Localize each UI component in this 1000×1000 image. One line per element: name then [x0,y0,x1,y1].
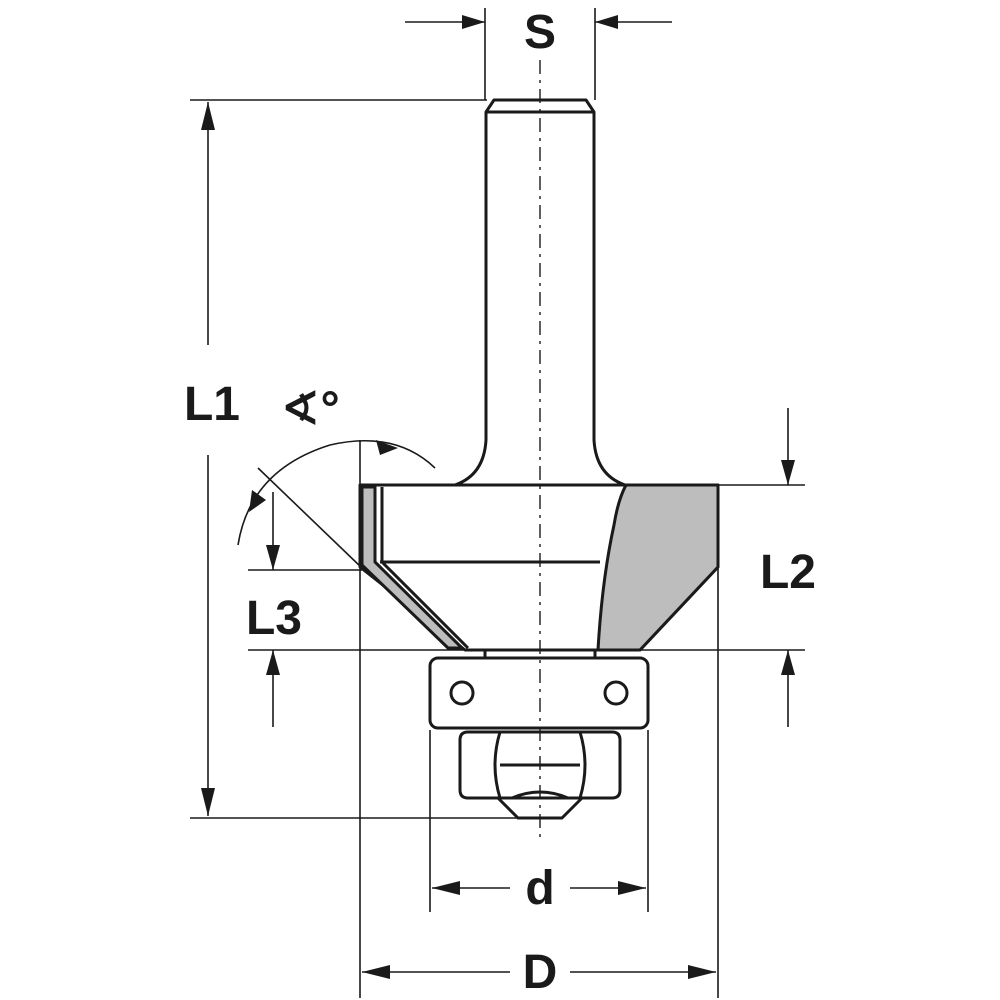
l3-arrow-bottom-head [266,650,280,675]
angle-bevel-extension [257,467,363,569]
cutter-body [358,483,720,652]
bearing-hole-left [449,680,475,706]
angle-arc-arrow-left [249,490,266,512]
s-arrow-right-head [595,15,618,29]
bearing-hole-right [603,680,629,706]
s-arrow-left-head [462,15,485,29]
dimension-labels: S L1 L2 L3 ∢° d D [184,6,816,999]
l3-arrow-top-head [266,545,280,570]
carbide-insert-right [596,483,720,652]
label-angle: ∢° [280,383,339,436]
label-L1: L1 [184,378,240,431]
D-arrow-right [688,965,716,979]
label-L2: L2 [760,546,816,599]
l2-arrow-top-head [781,460,795,485]
angle-arc-arrow-right [376,440,398,455]
label-D: D [523,946,558,999]
d-arrow-right [618,881,646,895]
label-L3: L3 [246,592,302,645]
bearing [428,648,650,730]
label-S: S [524,6,556,59]
bearing-body [428,656,650,730]
insert-inner-bevel [380,560,470,650]
carbide-insert-left [360,485,464,650]
d-arrow-left [432,881,460,895]
D-arrow-left [362,965,390,979]
l1-arrow-top [201,102,215,130]
label-d: d [525,862,554,915]
l2-arrow-bottom-head [781,650,795,675]
nut-facet-left [493,731,502,799]
l1-arrow-bottom [201,788,215,816]
nut-facet-right [578,731,587,799]
